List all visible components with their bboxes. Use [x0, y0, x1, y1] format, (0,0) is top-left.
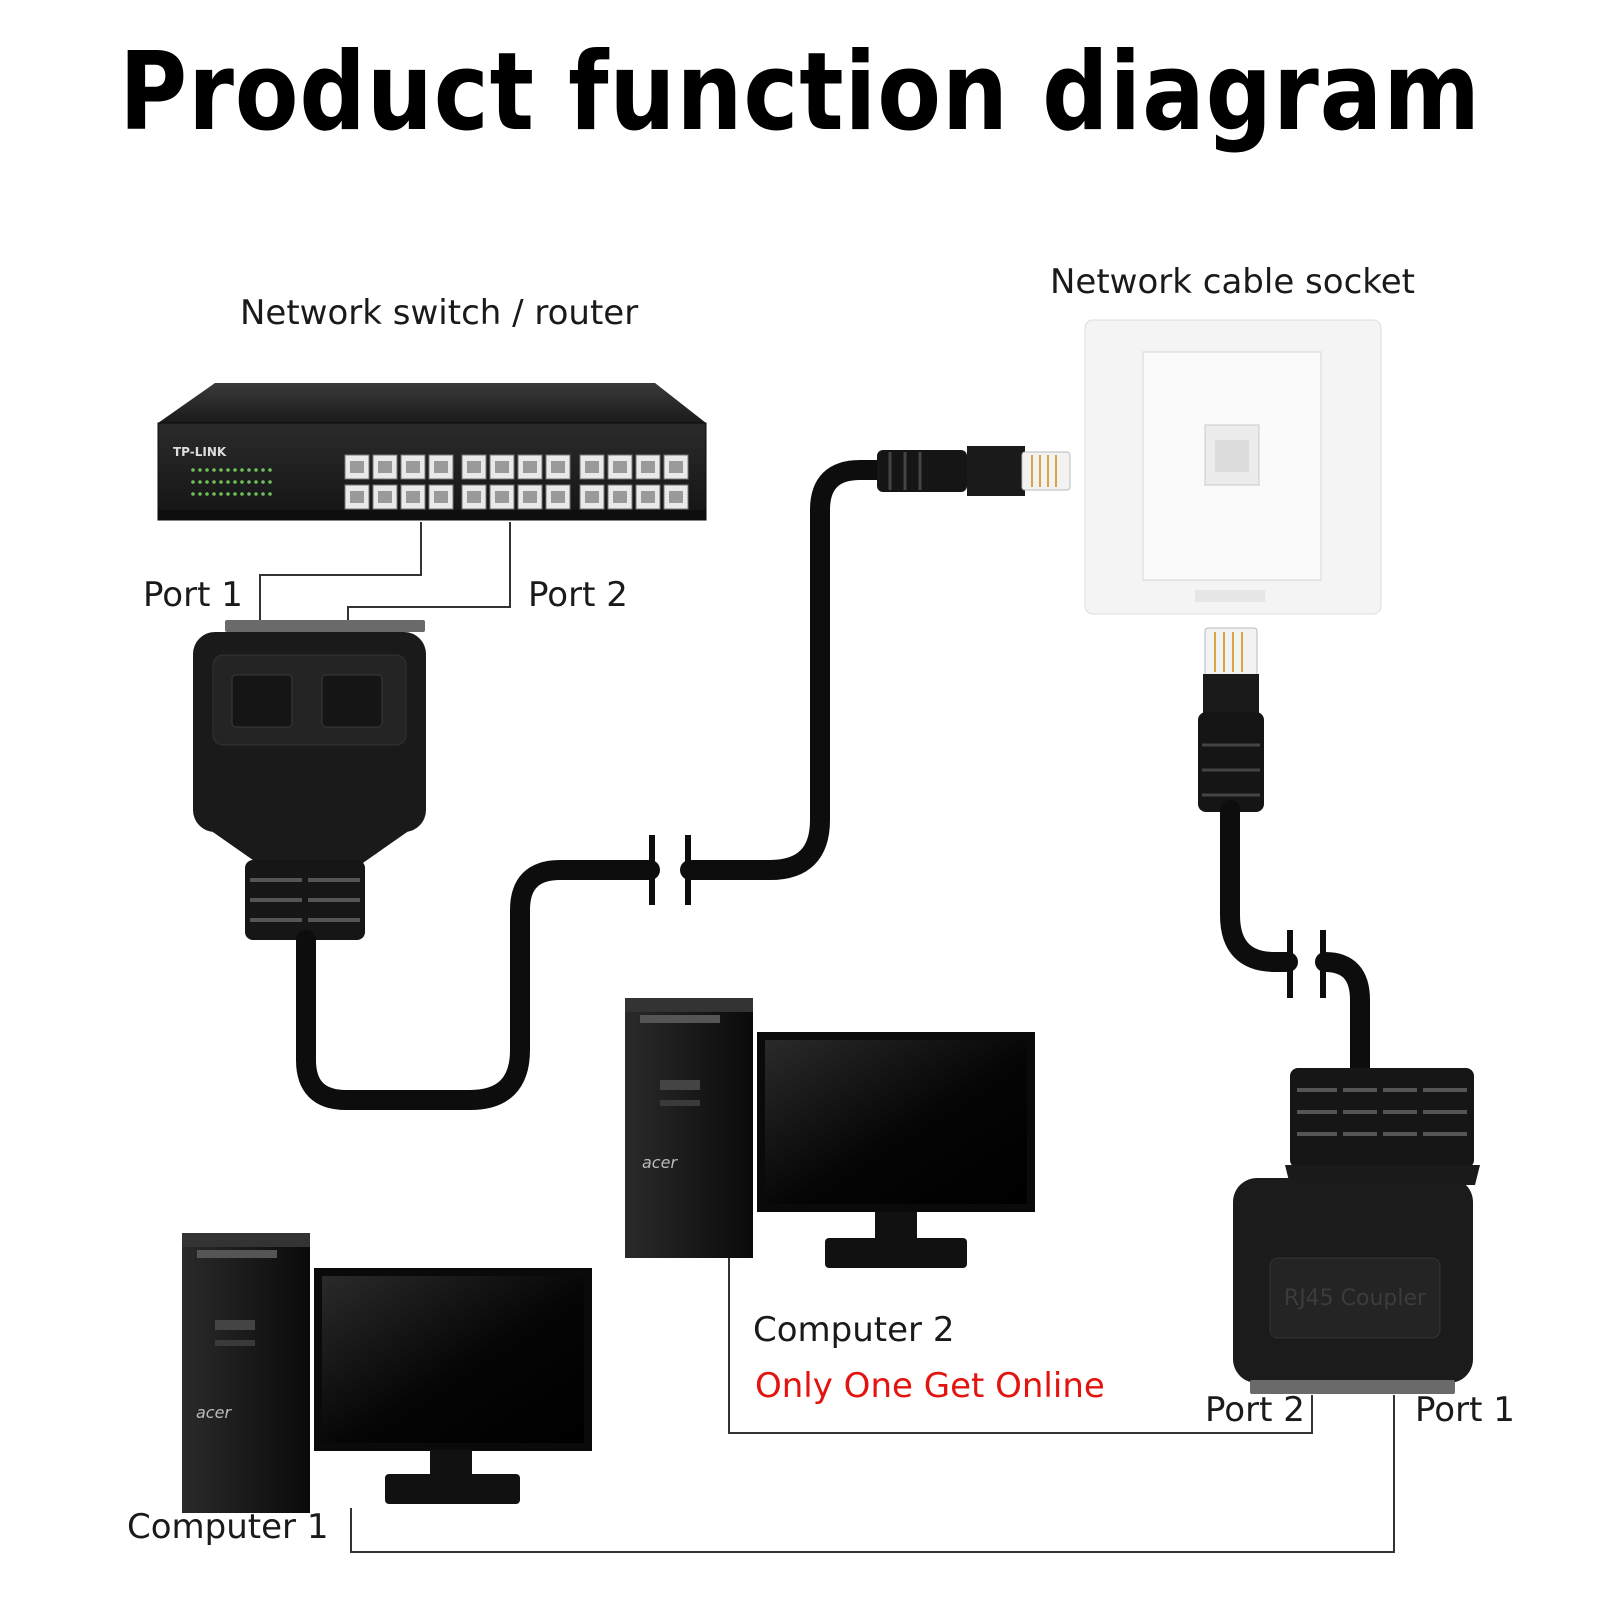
switch-led	[191, 480, 195, 484]
coupler-text: RJ45 Coupler	[1284, 1286, 1427, 1311]
switch-led	[205, 480, 209, 484]
network-switch: TP-LINK	[157, 383, 707, 521]
pc2-brand: acer	[642, 1153, 678, 1172]
label-port2-top: Port 2	[528, 575, 628, 615]
switch-led	[226, 468, 230, 472]
cable-right	[1220, 800, 1370, 1085]
switch-led	[212, 492, 216, 496]
label-switch: Network switch / router	[240, 293, 639, 333]
switch-led	[219, 468, 223, 472]
label-computer2: Computer 2	[753, 1310, 955, 1350]
switch-led	[191, 468, 195, 472]
switch-port-socket	[350, 491, 364, 503]
switch-led	[240, 468, 244, 472]
switch-port-socket	[350, 461, 364, 473]
switch-led	[205, 492, 209, 496]
switch-port-socket	[641, 491, 655, 503]
switch-port-socket	[523, 461, 537, 473]
switch-led	[261, 468, 265, 472]
switch-port-socket	[434, 491, 448, 503]
switch-port	[607, 484, 633, 510]
switch-led	[240, 480, 244, 484]
link-line-computer1	[350, 1395, 1395, 1553]
switch-led	[198, 468, 202, 472]
switch-port-socket	[641, 461, 655, 473]
switch-port-socket	[585, 461, 599, 473]
switch-led	[247, 480, 251, 484]
switch-led	[212, 480, 216, 484]
switch-port-socket	[378, 461, 392, 473]
switch-led	[261, 492, 265, 496]
switch-led	[261, 480, 265, 484]
switch-led	[268, 468, 272, 472]
switch-led	[205, 468, 209, 472]
rj45-plug-bottom	[1198, 627, 1264, 812]
switch-port-socket	[406, 461, 420, 473]
switch-led	[268, 480, 272, 484]
switch-port-socket	[551, 491, 565, 503]
label-port1-bottom: Port 1	[1415, 1390, 1515, 1430]
switch-led	[226, 480, 230, 484]
switch-port-socket	[585, 491, 599, 503]
switch-led	[198, 492, 202, 496]
switch-port-socket	[613, 461, 627, 473]
switch-port-socket	[378, 491, 392, 503]
switch-led	[191, 492, 195, 496]
label-computer1: Computer 1	[127, 1507, 329, 1547]
switch-led	[233, 468, 237, 472]
pc1-brand: acer	[196, 1403, 232, 1422]
switch-led	[254, 480, 258, 484]
switch-port-socket	[551, 461, 565, 473]
switch-port-socket	[523, 491, 537, 503]
switch-port-socket	[434, 461, 448, 473]
label-port2-bottom: Port 2	[1205, 1390, 1305, 1430]
switch-led	[254, 468, 258, 472]
switch-led	[240, 492, 244, 496]
label-port1-top: Port 1	[143, 575, 243, 615]
switch-port-socket	[669, 461, 683, 473]
switch-port-socket	[613, 491, 627, 503]
switch-led	[268, 492, 272, 496]
switch-led	[212, 468, 216, 472]
switch-port-socket	[495, 491, 509, 503]
computer-1: acer	[182, 1233, 592, 1513]
link-line-port2	[347, 522, 511, 624]
splitter-right: RJ45 Coupler	[1233, 1068, 1480, 1394]
switch-led	[226, 492, 230, 496]
switch-led	[247, 492, 251, 496]
switch-port-socket	[467, 491, 481, 503]
switch-led	[233, 480, 237, 484]
label-socket: Network cable socket	[1050, 262, 1415, 302]
switch-led	[198, 480, 202, 484]
switch-port-socket	[495, 461, 509, 473]
switch-led	[233, 492, 237, 496]
switch-port-socket	[406, 491, 420, 503]
label-warning: Only One Get Online	[755, 1366, 1105, 1406]
page-title: Product function diagram	[119, 30, 1481, 155]
splitter-left	[193, 620, 426, 940]
switch-port-socket	[467, 461, 481, 473]
switch-port-socket	[669, 491, 683, 503]
switch-led	[247, 468, 251, 472]
switch-led	[219, 480, 223, 484]
computer-2: acer	[625, 998, 1035, 1268]
switch-brand: TP-LINK	[173, 445, 227, 459]
rj45-plug-socket	[877, 446, 1071, 496]
cable-left	[296, 460, 890, 1110]
link-line-computer2	[728, 1258, 1313, 1434]
switch-led	[219, 492, 223, 496]
link-line-port1	[259, 522, 422, 624]
wall-socket	[1084, 319, 1382, 615]
switch-led	[254, 492, 258, 496]
